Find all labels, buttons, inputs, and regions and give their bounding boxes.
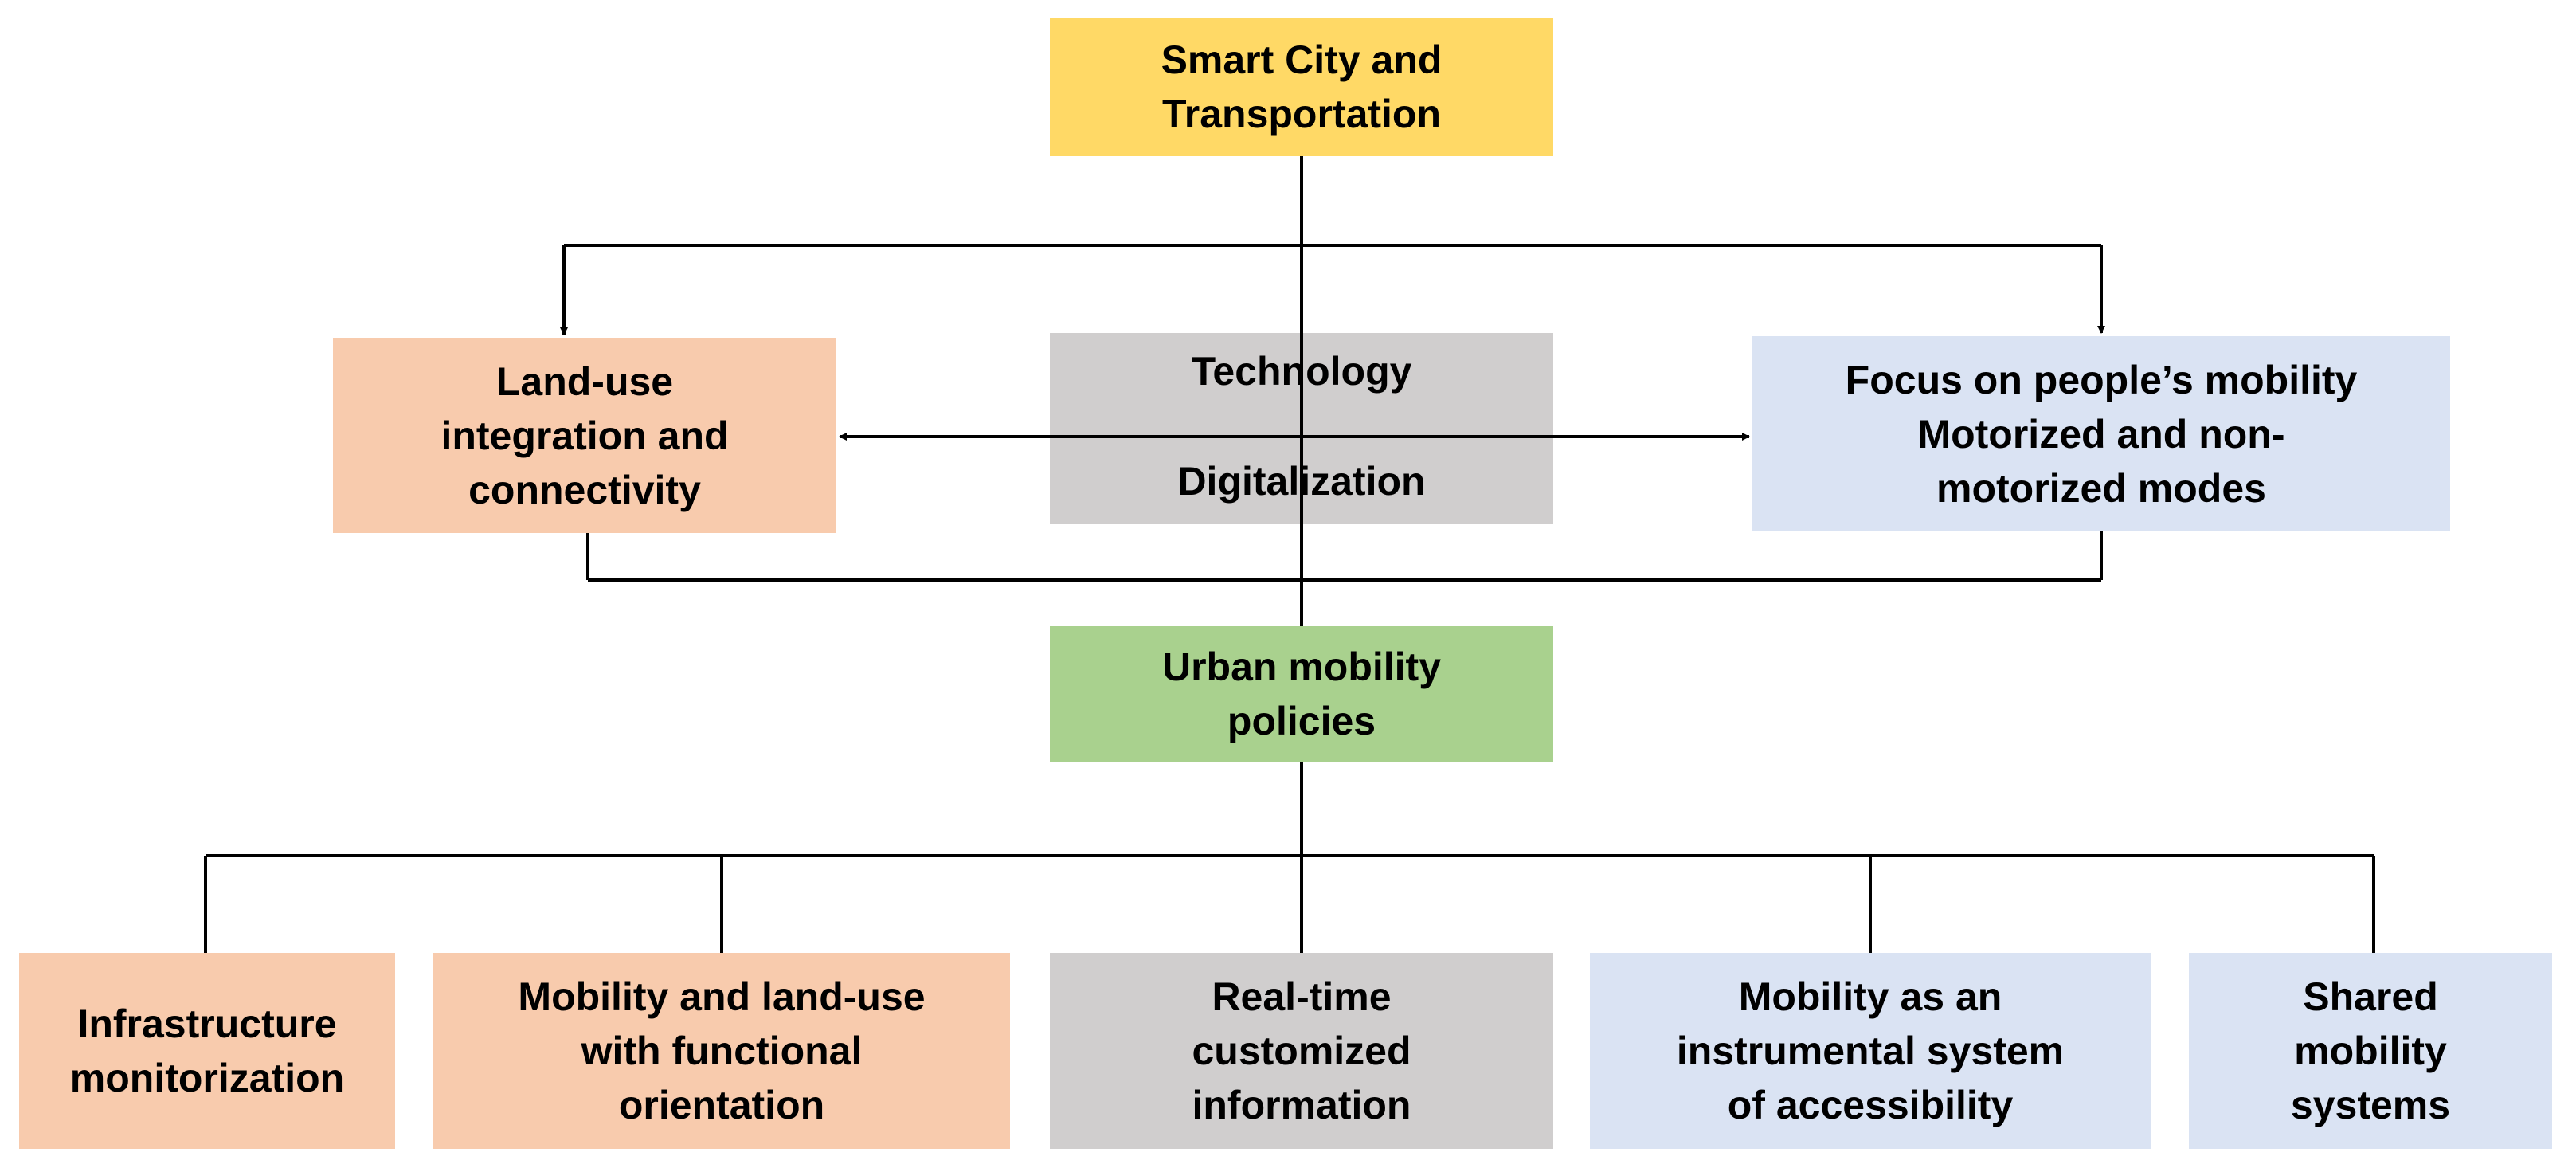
- leaf-4-line-2: instrumental system: [1676, 1029, 2065, 1073]
- focus-line-1: Focus on people’s mobility: [1845, 357, 2358, 402]
- leaf-5-line-1: Shared: [2303, 974, 2438, 1019]
- leaf-1-line-2: monitorization: [69, 1056, 345, 1100]
- root-node-smart-city: Smart City and Transportation: [1050, 18, 1553, 156]
- focus-line-3: motorized modes: [1936, 465, 2266, 511]
- leaf-3-line-1: Real-time: [1212, 974, 1392, 1019]
- leaf-5-line-2: mobility: [2294, 1029, 2447, 1073]
- node-focus-mobility: Focus on people’s mobility Motorized and…: [1752, 336, 2450, 531]
- root-label-line-1: Smart City and: [1161, 37, 1443, 82]
- land-use-line-1: Land-use: [495, 359, 674, 404]
- leaf-mobility-accessibility: Mobility as an instrumental system of ac…: [1590, 953, 2151, 1149]
- node-land-use: Land-use integration and connectivity: [333, 338, 836, 533]
- land-use-line-2: integration and: [440, 413, 729, 458]
- land-use-line-3: connectivity: [468, 467, 701, 512]
- policies-line-2: policies: [1227, 699, 1376, 743]
- leaf-real-time-information: Real-time customized information: [1050, 953, 1553, 1149]
- leaf-4-line-1: Mobility as an: [1738, 974, 2002, 1019]
- leaf-3-line-2: customized: [1192, 1029, 1411, 1073]
- leaf-infrastructure: Infrastructure monitorization: [19, 953, 395, 1149]
- leaf-1-line-1: Infrastructure: [77, 1001, 337, 1046]
- leaf-shared-mobility: Shared mobility systems: [2189, 953, 2552, 1149]
- leaf-4-line-3: of accessibility: [1727, 1083, 2014, 1127]
- node-urban-mobility-policies: Urban mobility policies: [1050, 626, 1553, 762]
- root-label-line-2: Transportation: [1161, 92, 1442, 136]
- leaf-3-line-3: information: [1192, 1083, 1411, 1127]
- leaf-2-line-2: with functional: [581, 1029, 863, 1073]
- leaf-mobility-land-use: Mobility and land-use with functional or…: [433, 953, 1010, 1149]
- leaf-2-line-1: Mobility and land-use: [518, 974, 926, 1019]
- leaf-5-line-3: systems: [2290, 1083, 2451, 1127]
- focus-line-2: Motorized and non-: [1917, 411, 2285, 457]
- policies-line-1: Urban mobility: [1161, 645, 1442, 689]
- leaf-2-line-3: orientation: [618, 1083, 825, 1127]
